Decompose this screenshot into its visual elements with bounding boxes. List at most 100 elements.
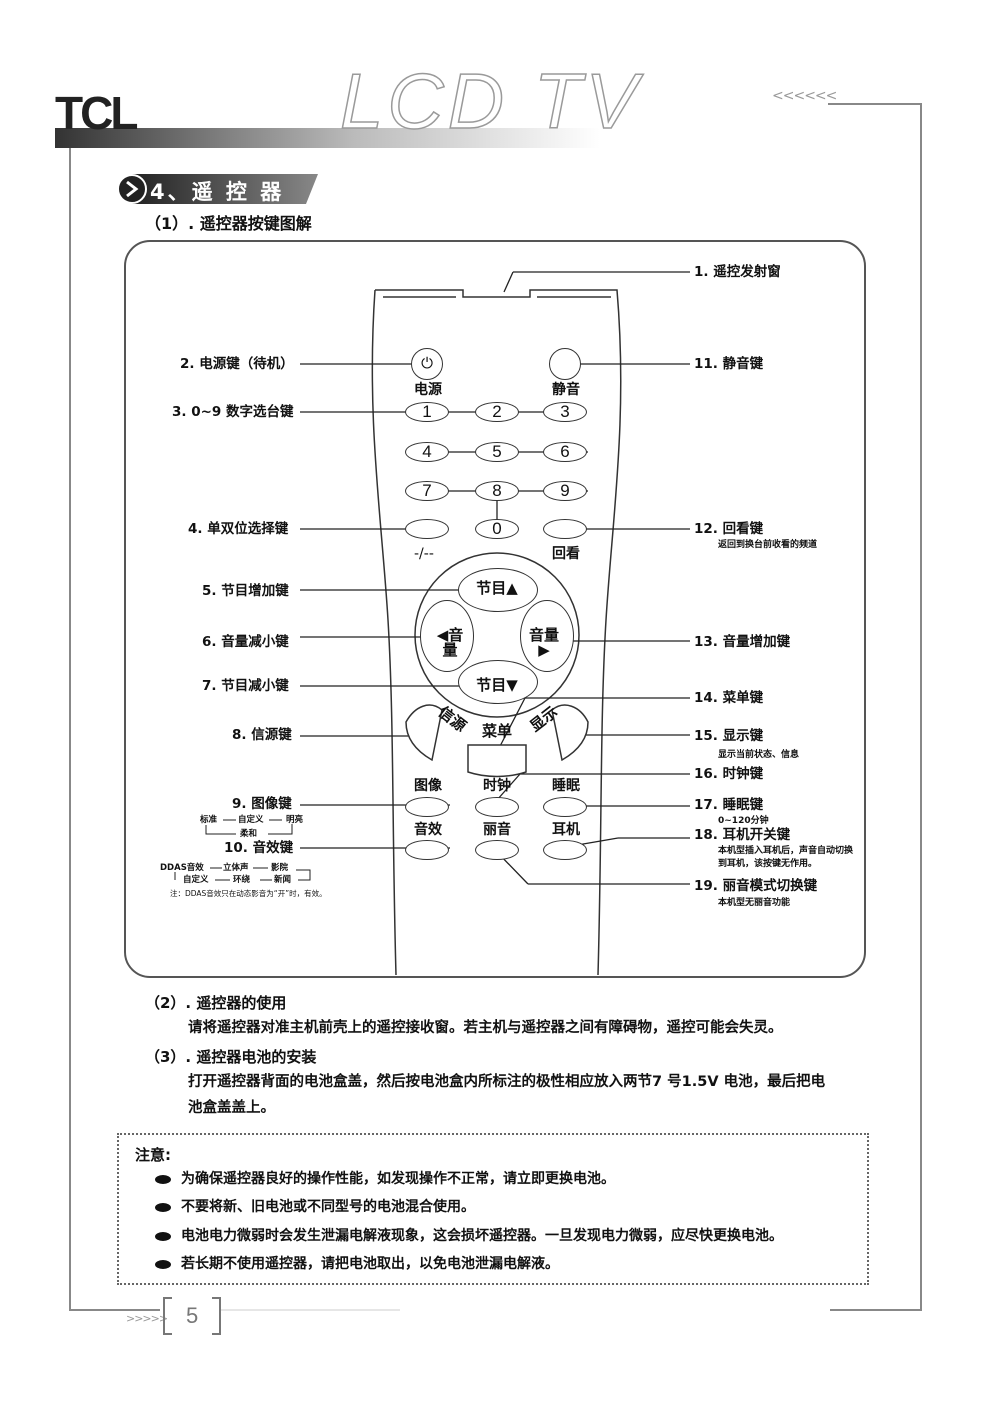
bullet-dot [155, 1202, 171, 1212]
recall-label: 回看 [552, 546, 580, 562]
picture-mode-4: 柔和 [240, 829, 258, 839]
headphone-label: 耳机 [552, 822, 580, 838]
callout-17: 17. 睡眠键 [694, 797, 764, 813]
usage-text: 请将遥控器对准主机前壳上的遥控接收窗。若主机与遥控器之间有障碍物，遥控可能会失灵… [188, 1020, 783, 1036]
sleep-button[interactable] [543, 797, 587, 817]
recall-button[interactable] [543, 519, 587, 539]
digit-button-1[interactable]: 1 [405, 402, 449, 422]
digit-button-5[interactable]: 5 [475, 442, 519, 462]
sound-mode-4: 自定义 [183, 875, 209, 885]
callout-4: 4. 单双位选择键 [188, 521, 289, 537]
section-title: 4、遥 控 器 [150, 180, 285, 204]
callout-15-note: 显示当前状态、信息 [718, 750, 800, 760]
volume-up-label: 音量▶ [528, 626, 559, 659]
sound-button[interactable] [405, 840, 449, 860]
sound-note: 注：DDAS音效只在动态影音为“开”时，有效。 [170, 889, 327, 898]
callout-15: 15. 显示键 [694, 728, 764, 744]
section-tag-shape [118, 174, 318, 204]
callout-3: 3. 0~9 数字选台键 [172, 404, 294, 420]
picture-mode-3: 明亮 [286, 815, 304, 825]
digit-button-9[interactable]: 9 [543, 481, 587, 501]
digit-button-4[interactable]: 4 [405, 442, 449, 462]
notice-item-3: 电池电力微弱时会发生泄漏电解液现象，这会损坏遥控器。一旦发现电力微弱，应尽快更换… [155, 1225, 783, 1245]
channel-up-label: 节目▲ [476, 579, 518, 597]
volume-up-button[interactable] [520, 600, 574, 672]
notice-item-4: 若长期不使用遥控器，请把电池取出，以免电池泄漏电解液。 [155, 1253, 559, 1273]
channel-up-button[interactable] [458, 568, 538, 612]
power-label: 电源 [414, 382, 442, 398]
callout-10: 10. 音效键 [224, 840, 294, 856]
digit-select-label: -/-- [414, 546, 434, 562]
remote-diagram-box [124, 240, 866, 978]
digit-button-7[interactable]: 7 [405, 481, 449, 501]
digit-button-3[interactable]: 3 [543, 402, 587, 422]
volume-down-label: ◀音量 [436, 626, 464, 659]
notice-title: 注意: [135, 1146, 171, 1164]
callout-6: 6. 音量减小键 [202, 634, 289, 650]
sound-label: 音效 [414, 822, 442, 838]
battery-text-1: 打开遥控器背面的电池盒盖，然后按电池盒内所标注的极性相应放入两节7 号1.5V … [188, 1074, 826, 1090]
bullet-dot [155, 1174, 171, 1184]
callout-19-note: 本机型无丽音功能 [718, 898, 791, 908]
callout-11: 11. 静音键 [694, 356, 764, 372]
mute-button[interactable] [549, 348, 581, 380]
callout-16: 16. 时钟键 [694, 766, 764, 782]
callout-14: 14. 菜单键 [694, 690, 764, 706]
callout-13: 13. 音量增加键 [694, 634, 791, 650]
digit-button-0[interactable]: 0 [475, 519, 519, 539]
sound-mode-6: 新闻 [274, 875, 292, 885]
page-number-brackets [163, 1297, 221, 1335]
digit-button-8[interactable]: 8 [475, 481, 519, 501]
clock-button[interactable] [475, 797, 519, 817]
callout-7: 7. 节目减小键 [202, 678, 289, 694]
usage-heading: （2）. 遥控器的使用 [145, 994, 287, 1012]
callout-1: 1. 遥控发射窗 [694, 264, 781, 280]
notice-box [117, 1133, 869, 1285]
power-button[interactable]: ⏻ [411, 348, 443, 380]
callout-9: 9. 图像键 [232, 796, 292, 812]
notice-item-1: 为确保遥控器良好的操作性能，如发现操作不正常，请立即更换电池。 [155, 1168, 615, 1188]
mute-label: 静音 [552, 382, 580, 398]
sound-mode-1: DDAS音效 [160, 863, 204, 873]
bullet-dot [155, 1259, 171, 1269]
picture-label: 图像 [414, 778, 442, 794]
sound-mode-3: 影院 [271, 863, 289, 873]
battery-text-2: 池盒盖盖上。 [188, 1100, 275, 1116]
sound-mode-2: 立体声 [223, 863, 249, 873]
callout-5: 5. 节目增加键 [202, 583, 289, 599]
callout-17-note: 0~120分钟 [718, 816, 769, 826]
subsection-title: （1）. 遥控器按键图解 [145, 214, 312, 233]
battery-heading: （3）. 遥控器电池的安装 [145, 1048, 317, 1066]
sound-mode-5: 环绕 [233, 875, 251, 885]
brand-logo: TCL [55, 87, 138, 139]
nicam-label: 丽音 [483, 822, 511, 838]
menu-button[interactable]: 菜单 [481, 722, 512, 740]
callout-18-note-1: 本机型插入耳机后，声音自动切换 [718, 846, 854, 856]
decorative-chevrons: <<<<<< [772, 88, 837, 104]
callout-18: 18. 耳机开关键 [694, 827, 791, 843]
channel-down-button[interactable] [458, 660, 538, 704]
notice-item-2: 不要将新、旧电池或不同型号的电池混合使用。 [155, 1196, 475, 1216]
nicam-button[interactable] [475, 840, 519, 860]
callout-2: 2. 电源键（待机） [180, 356, 294, 372]
picture-mode-2: 自定义 [238, 815, 264, 825]
volume-down-button[interactable] [420, 600, 474, 672]
channel-down-label: 节目▼ [476, 676, 518, 694]
clock-label: 时钟 [483, 778, 511, 794]
callout-18-note-2: 到耳机，该按键无作用。 [718, 859, 818, 869]
digit-button-6[interactable]: 6 [543, 442, 587, 462]
callout-12-note: 返回到换台前收看的频道 [718, 540, 818, 550]
sleep-label: 睡眠 [552, 778, 580, 794]
callout-12: 12. 回看键 [694, 521, 764, 537]
headphone-button[interactable] [543, 840, 587, 860]
callout-8: 8. 信源键 [232, 727, 292, 743]
callout-19: 19. 丽音模式切换键 [694, 878, 818, 894]
digit-select-button[interactable] [405, 519, 449, 539]
picture-mode-1: 标准 [200, 815, 218, 825]
bullet-dot [155, 1231, 171, 1241]
picture-button[interactable] [405, 797, 449, 817]
page-number: 5 [186, 1303, 205, 1328]
digit-button-2[interactable]: 2 [475, 402, 519, 422]
footer-chevrons: >>>>> [126, 1312, 168, 1325]
